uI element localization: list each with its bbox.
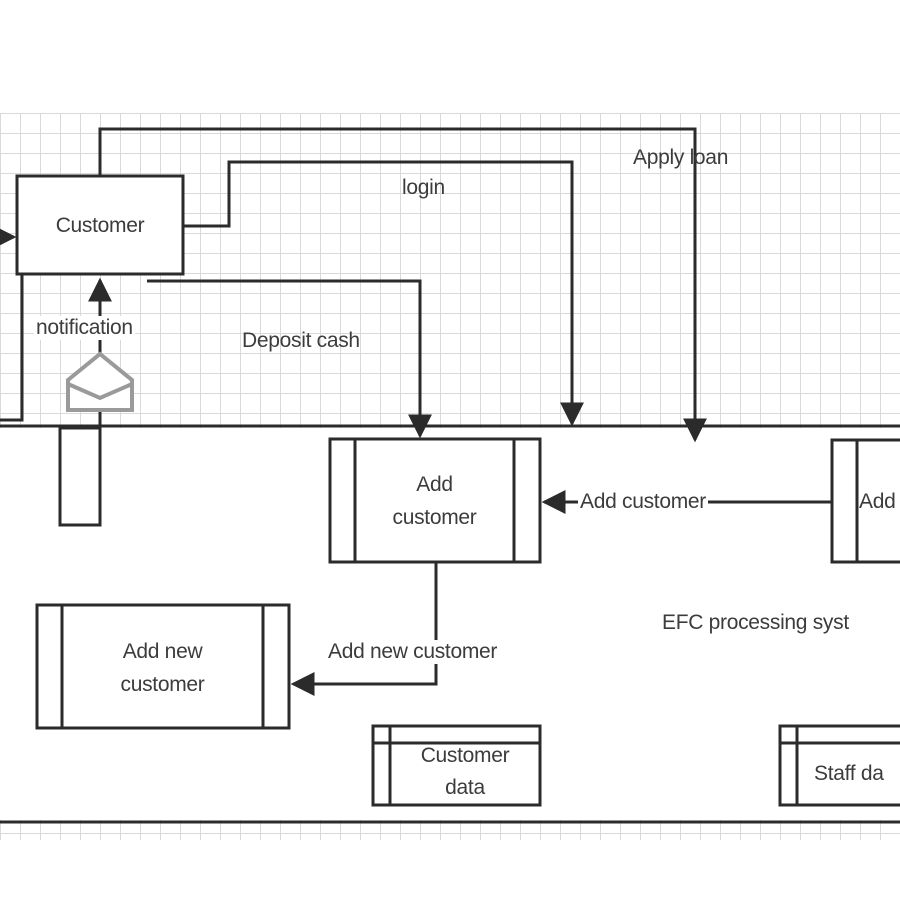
right-process-label: Add — [859, 490, 896, 513]
add-new-customer-process-box — [35, 603, 291, 730]
add-new-customer-flow-label: Add new customer — [326, 640, 500, 664]
deposit-cash-label: Deposit cash — [242, 329, 360, 352]
envelope-icon — [66, 351, 134, 412]
login-label: login — [402, 176, 445, 199]
right-process-box — [830, 438, 900, 564]
notification-label: notification — [34, 316, 135, 340]
login-flow — [183, 160, 584, 427]
staff-data-store-label: Staff da — [814, 762, 884, 785]
add-customer-process-label: Add customer — [392, 473, 477, 529]
apply-loan-flow — [98, 127, 707, 443]
customer-entity-label: Customer — [55, 214, 145, 237]
apply-loan-label: Apply loan — [633, 146, 729, 169]
add-new-customer-flow — [290, 562, 438, 696]
staff-data-store-box — [778, 724, 900, 807]
customer-data-store-box — [371, 724, 542, 807]
deposit-cash-flow — [147, 279, 432, 439]
customer-data-store-label: Customer data — [420, 744, 510, 799]
left-outgoing-line — [0, 274, 24, 422]
system-boundary-label: EFC processing syst — [662, 611, 849, 634]
notification-source-box — [58, 426, 102, 527]
add-new-customer-process-label: Add new customer — [120, 640, 205, 696]
customer-entity-box — [15, 174, 185, 276]
add-customer-flow-label: Add customer — [578, 490, 708, 514]
